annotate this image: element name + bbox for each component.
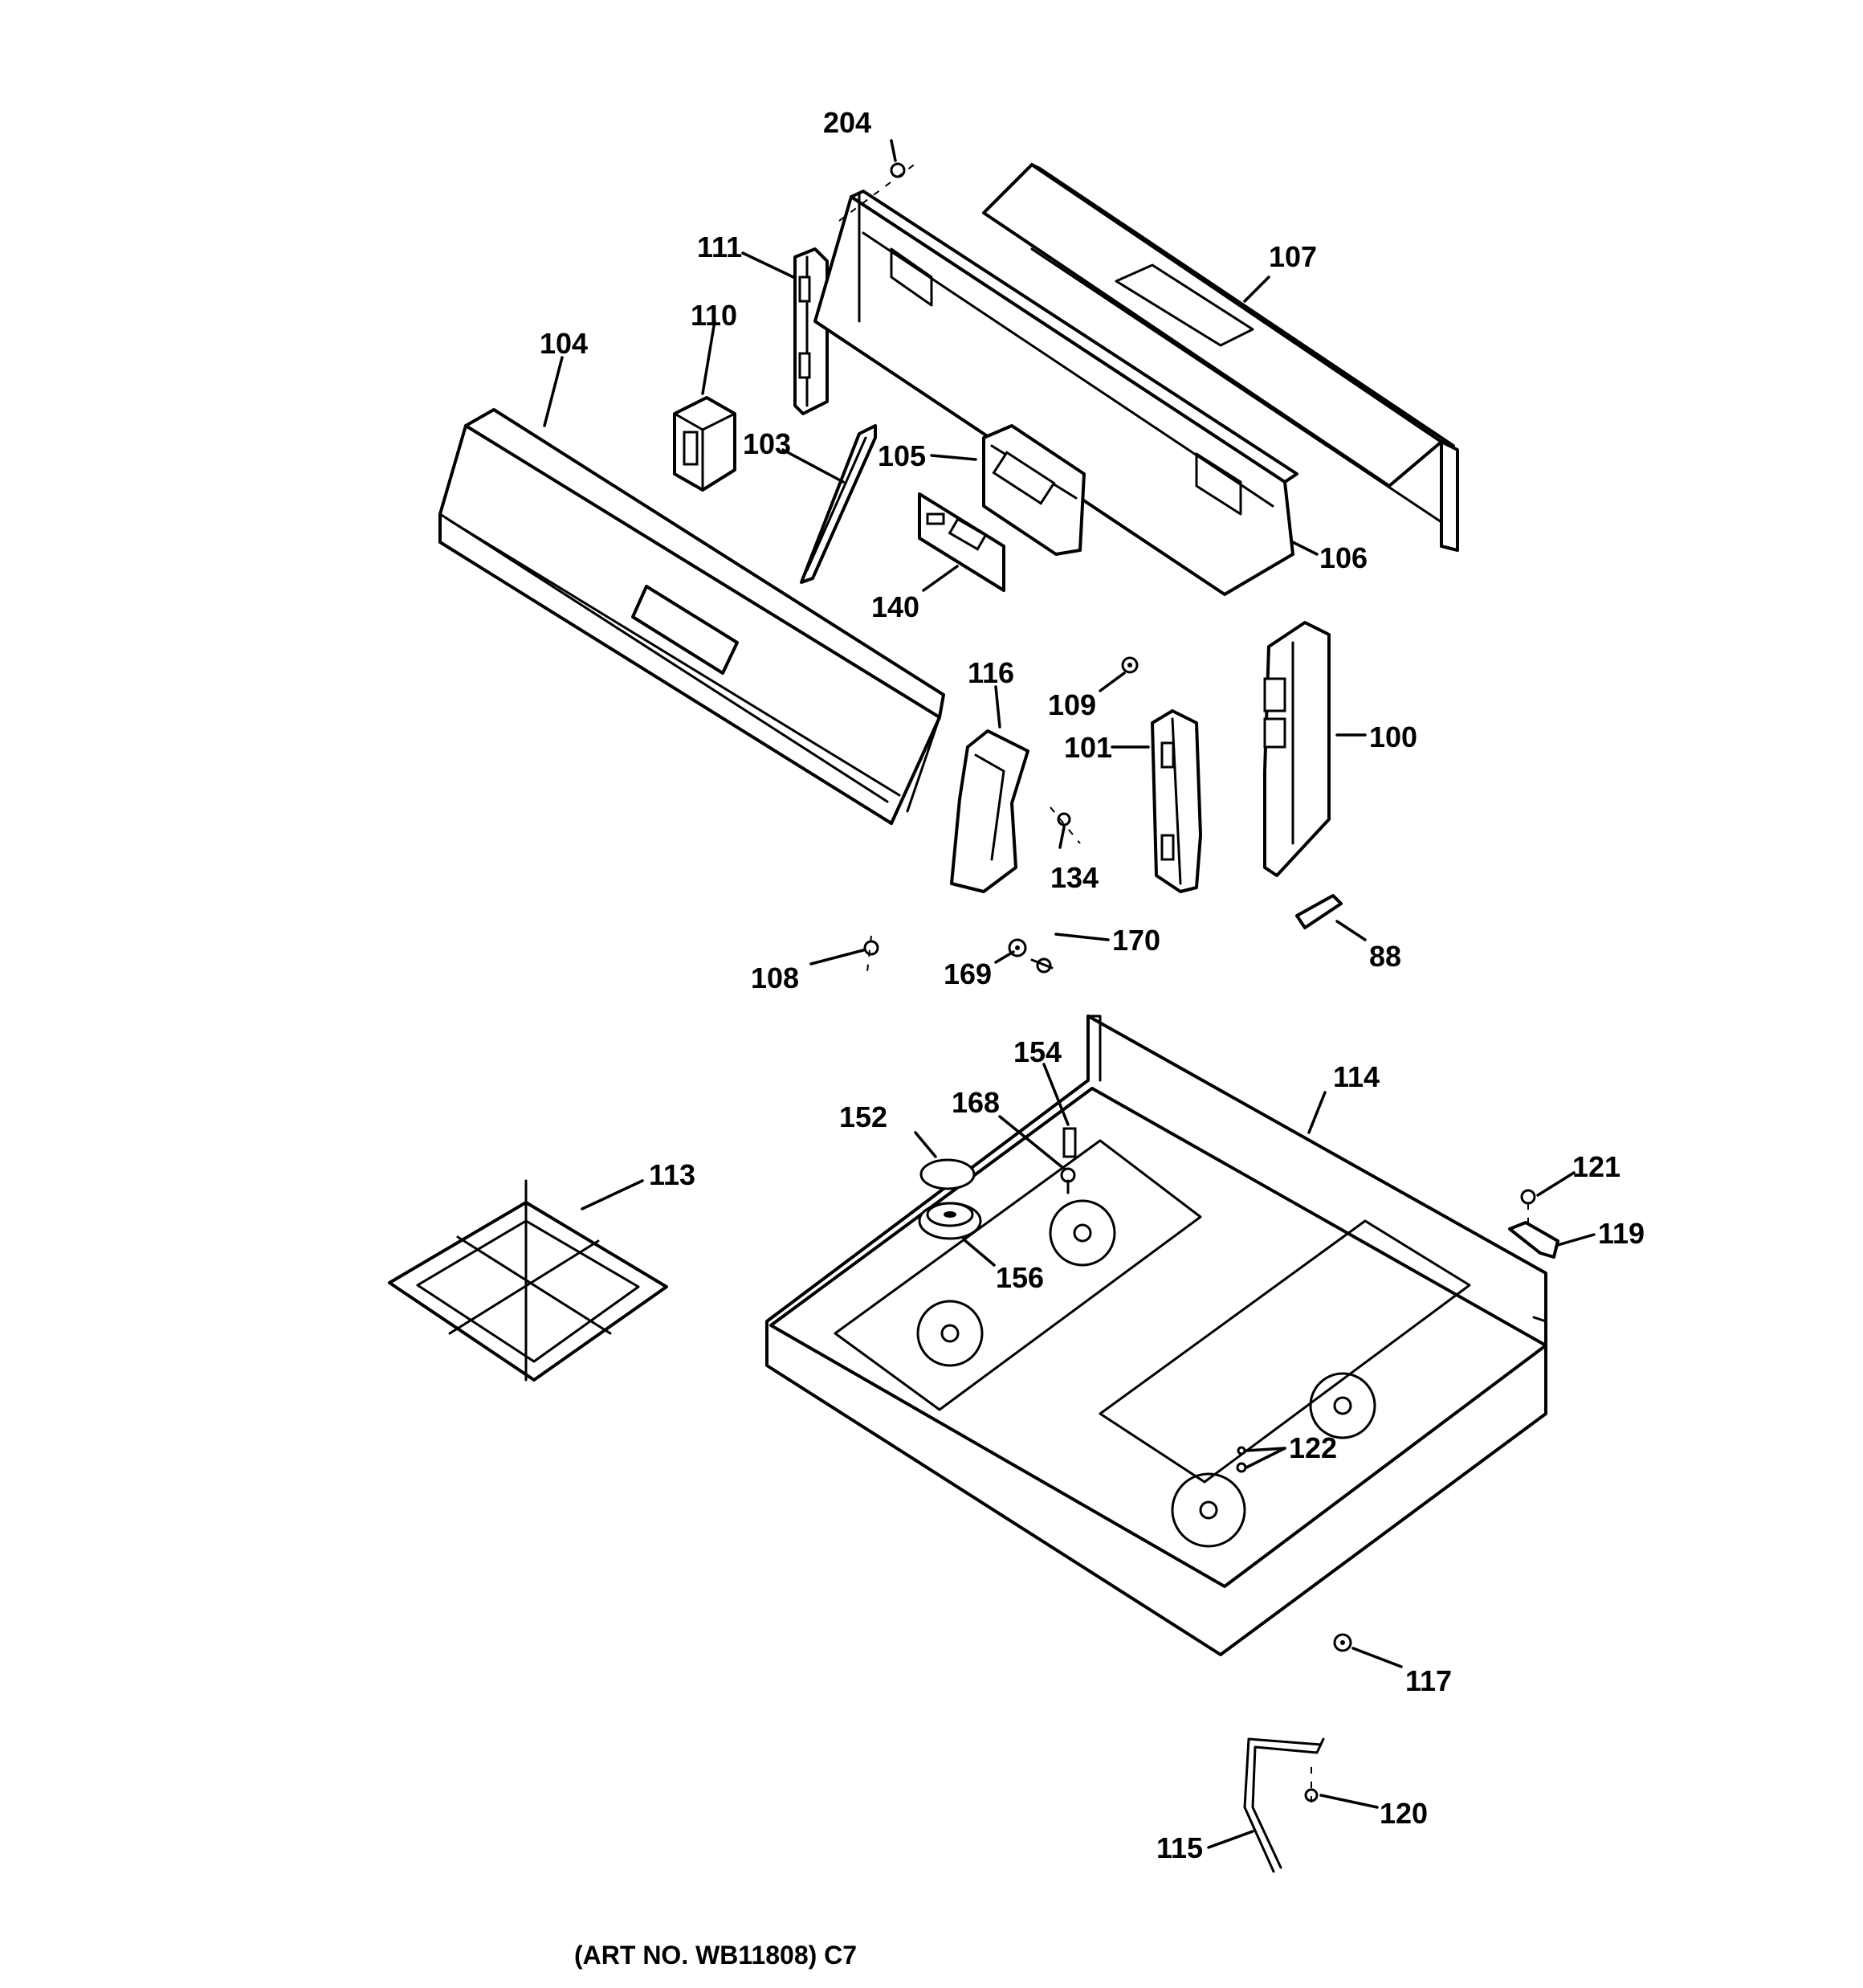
callout-168: 168	[952, 1086, 1000, 1119]
part-100-side-panel[interactable]	[1263, 621, 1331, 877]
callout-88: 88	[1369, 940, 1401, 973]
part-154-orifice[interactable]	[1062, 1127, 1077, 1158]
part-156-burner-head[interactable]	[918, 1202, 982, 1240]
callout-114: 114	[1333, 1060, 1380, 1093]
callout-101: 101	[1064, 731, 1112, 764]
part-88-clip[interactable]	[1295, 894, 1343, 929]
callout-117: 117	[1405, 1664, 1452, 1697]
part-122-screws[interactable]	[1236, 1446, 1247, 1473]
callout-154: 154	[1013, 1035, 1062, 1068]
part-170-screw[interactable]	[1030, 957, 1054, 974]
leader-lines	[543, 139, 1596, 1849]
callout-106: 106	[1319, 541, 1368, 574]
part-113-grate[interactable]	[388, 1179, 668, 1382]
part-115-rod[interactable]	[1243, 1737, 1325, 1873]
part-110-switch[interactable]	[673, 396, 736, 492]
part-140-overlay[interactable]	[918, 492, 1005, 592]
callout-108: 108	[751, 961, 799, 994]
callout-120: 120	[1380, 1797, 1428, 1830]
part-116-bracket[interactable]	[950, 729, 1029, 893]
callout-103: 103	[743, 427, 791, 460]
part-117-nut[interactable]	[1333, 1633, 1352, 1652]
part-152-burner-cap[interactable]	[919, 1158, 976, 1190]
part-204-screw[interactable]	[838, 160, 920, 222]
part-108-screw[interactable]	[863, 935, 879, 973]
callout-115: 115	[1156, 1831, 1203, 1864]
callout-105: 105	[878, 439, 926, 472]
callout-104: 104	[540, 327, 588, 360]
callout-134: 134	[1050, 861, 1099, 894]
callout-labels: 204 111 110 107 104 103 105 106 140 116 …	[540, 106, 1645, 1970]
art-number: (ART NO. WB11808) C7	[574, 1941, 857, 1970]
callout-156: 156	[996, 1261, 1044, 1294]
part-104-control-panel[interactable]	[438, 408, 945, 825]
part-168-screw[interactable]	[1060, 1167, 1076, 1194]
part-119-bracket[interactable]	[1508, 1221, 1559, 1259]
part-106-manifold-panel[interactable]	[813, 190, 1298, 596]
callout-107: 107	[1269, 240, 1317, 273]
part-121-screw[interactable]	[1520, 1189, 1536, 1225]
part-120-screw[interactable]	[1304, 1767, 1319, 1803]
part-109-nut[interactable]	[1121, 656, 1139, 674]
callout-204: 204	[823, 106, 871, 139]
callout-121: 121	[1572, 1150, 1620, 1183]
callout-119: 119	[1598, 1217, 1645, 1250]
callout-169: 169	[944, 957, 992, 990]
callout-100: 100	[1369, 720, 1417, 753]
callout-116: 116	[968, 656, 1014, 689]
callout-110: 110	[691, 299, 737, 332]
part-134-screw[interactable]	[1050, 806, 1081, 844]
callout-140: 140	[871, 590, 919, 623]
part-111-bracket[interactable]	[793, 247, 829, 415]
callout-122: 122	[1289, 1431, 1337, 1464]
part-107-top-cover[interactable]	[982, 163, 1459, 552]
part-103-rod[interactable]	[800, 424, 877, 584]
callout-152: 152	[839, 1100, 887, 1133]
callout-113: 113	[649, 1158, 695, 1191]
part-105-clock[interactable]	[982, 424, 1086, 556]
callout-111: 111	[697, 231, 742, 263]
callout-170: 170	[1112, 924, 1160, 957]
part-101-bracket[interactable]	[1151, 709, 1202, 893]
callout-109: 109	[1048, 688, 1096, 721]
